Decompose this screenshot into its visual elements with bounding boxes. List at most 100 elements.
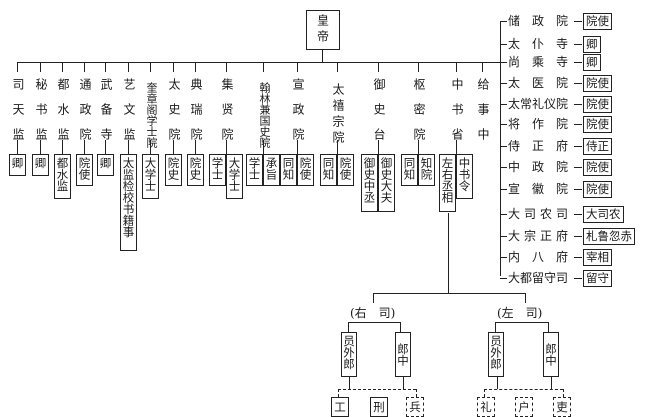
connector	[500, 83, 507, 84]
official-box: 左右丞相	[439, 154, 456, 212]
official-box: 院使	[337, 154, 354, 186]
department-name: 枢密院	[412, 77, 426, 153]
connector	[338, 389, 339, 397]
connector	[500, 257, 507, 258]
department-name: 集贤院	[220, 77, 234, 153]
connector	[500, 21, 507, 22]
connector	[574, 214, 582, 215]
right-vertical-line	[500, 22, 501, 276]
department-name: 太禧宗院	[331, 83, 345, 147]
official-box: 院使	[76, 154, 93, 186]
connector	[226, 62, 227, 72]
connector	[378, 140, 379, 154]
official-box: 侍正	[583, 138, 612, 155]
connector	[500, 214, 507, 215]
connector	[574, 104, 582, 105]
official-box: 院使	[583, 181, 612, 198]
official-box: 大学士	[226, 154, 243, 199]
official-box: 学士	[246, 154, 263, 186]
connector	[128, 62, 129, 72]
ministry-line	[338, 389, 416, 390]
connector	[150, 140, 151, 155]
connector	[500, 124, 507, 125]
department-name: 宣徽院	[508, 182, 581, 196]
department-name: 秘书监	[34, 77, 48, 153]
connector	[17, 62, 18, 72]
ministry-box: 工	[331, 397, 349, 417]
connector	[17, 140, 18, 154]
ministry-box: 刑	[370, 397, 388, 417]
left-office-label: (左 司)	[497, 306, 543, 320]
official-box: 员外郎	[488, 332, 504, 377]
connector	[84, 140, 85, 154]
connector	[574, 167, 582, 168]
official-box: 郎中	[543, 332, 559, 377]
official-box: 卿	[32, 154, 49, 176]
connector	[456, 140, 457, 154]
connector	[337, 140, 338, 154]
department-name: 内八府	[508, 250, 581, 264]
connector	[263, 140, 264, 154]
official-box: 大司农	[583, 206, 624, 223]
connector	[416, 389, 417, 397]
ministry-box: 礼	[477, 397, 495, 417]
official-box: 都水监	[54, 154, 71, 199]
connector	[500, 104, 507, 105]
connector	[574, 189, 582, 190]
connector	[500, 278, 507, 279]
connector	[525, 293, 526, 303]
emperor-box: 皇帝	[306, 10, 340, 50]
official-box: 同知	[401, 154, 418, 186]
connector	[263, 62, 264, 72]
connector	[563, 389, 564, 397]
connector	[378, 62, 379, 72]
official-box: 同知	[320, 154, 337, 186]
branch-line	[373, 293, 525, 294]
connector	[500, 44, 507, 45]
connector	[497, 377, 498, 389]
department-name: 司天监	[11, 77, 25, 153]
official-box: 员外郎	[341, 332, 357, 377]
connector	[551, 377, 552, 389]
department-name: 将作院	[508, 117, 581, 131]
department-name: 武备寺	[99, 77, 113, 153]
department-name: 中书省	[450, 77, 464, 153]
department-name: 中政院	[508, 160, 581, 174]
connector	[348, 322, 349, 332]
department-name: 侍正府	[508, 139, 581, 153]
department-name: 太仆寺	[508, 37, 581, 51]
department-name: 宣政院	[291, 77, 305, 153]
right-office-label: (右 司)	[350, 306, 396, 320]
connector	[150, 62, 151, 72]
official-box: 中书令	[456, 154, 473, 199]
connector	[40, 140, 41, 154]
official-box: 宰相	[583, 249, 612, 266]
ministry-line	[484, 389, 563, 390]
connector	[574, 21, 582, 22]
connector	[574, 236, 582, 237]
connector	[500, 189, 507, 190]
connector	[105, 62, 106, 72]
department-name: 奎章阁学士院	[145, 82, 158, 148]
connector	[574, 257, 582, 258]
main-horizontal-line	[17, 62, 500, 63]
connector	[297, 62, 298, 72]
connector	[173, 62, 174, 72]
connector	[495, 322, 496, 332]
official-box: 院使	[583, 159, 612, 176]
connector	[418, 62, 419, 72]
official-box: 院使	[583, 75, 612, 92]
connector	[195, 62, 196, 72]
official-box: 院使	[583, 96, 612, 113]
department-name: 御史台	[372, 77, 386, 153]
department-name: 大宗正府	[508, 229, 573, 243]
department-name: 尚乘寺	[508, 55, 581, 69]
official-box: 知院	[418, 154, 435, 186]
connector	[62, 62, 63, 72]
connector	[482, 62, 483, 72]
connector	[373, 293, 374, 303]
official-box: 学士	[209, 154, 226, 186]
connector	[337, 62, 338, 72]
connector	[500, 146, 507, 147]
official-box: 承旨	[263, 154, 280, 186]
